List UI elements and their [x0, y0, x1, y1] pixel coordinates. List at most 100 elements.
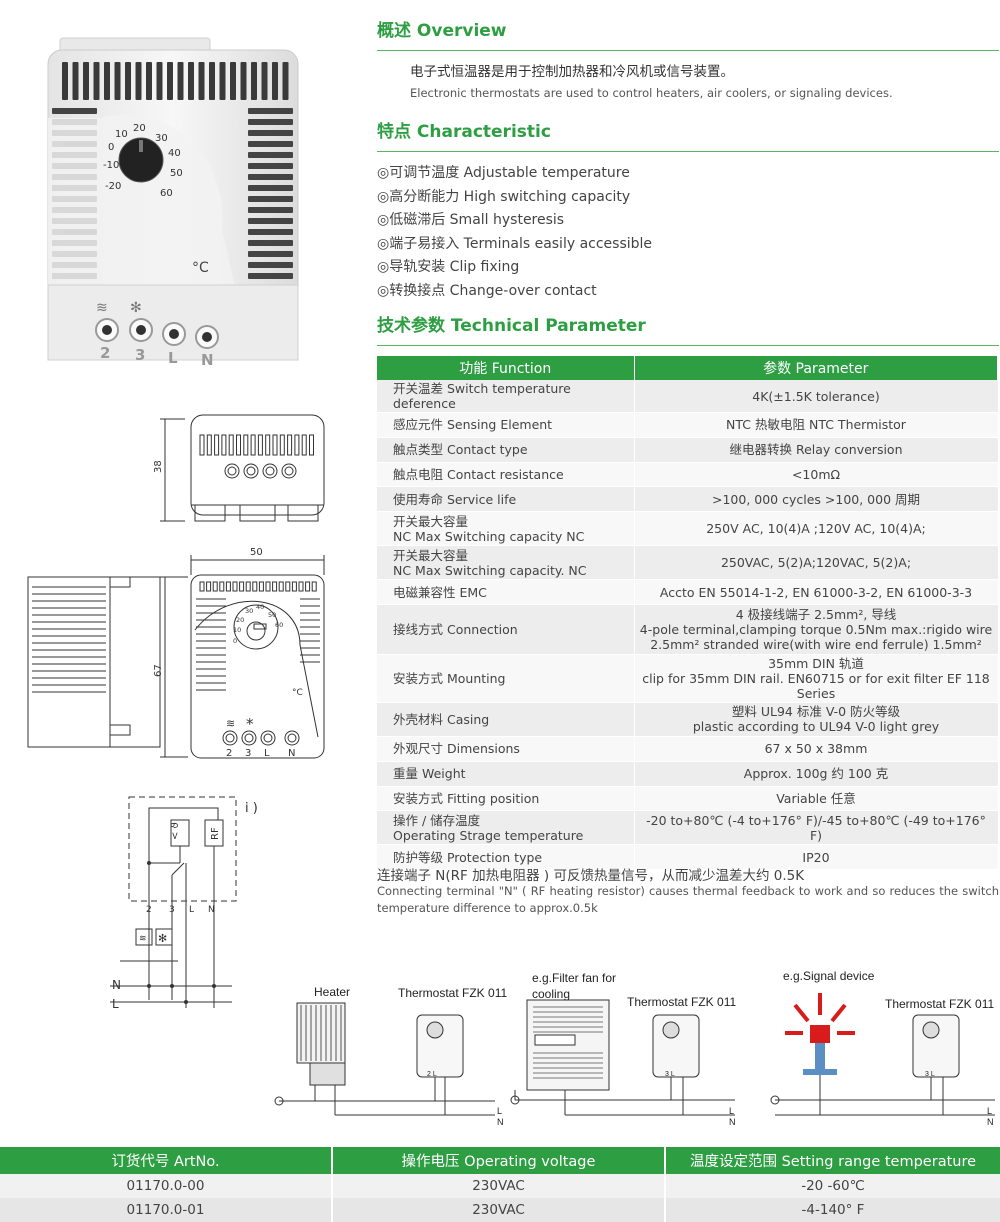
table-row: 使用寿命 Service life>100, 000 cycles >100, …	[377, 486, 998, 513]
param-value: 250V AC, 10(4)A ;120V AC, 10(4)A;	[634, 511, 998, 547]
wire-label-n: N	[729, 1117, 736, 1127]
param-value: -20 to+80℃ (-4 to+176° F)/-45 to+80℃ (-4…	[634, 810, 998, 846]
param-key: 外观尺寸 Dimensions	[377, 736, 635, 762]
circuit-fan-icon: ✻	[158, 932, 167, 945]
thermostat-label-1: Thermostat FZK 011	[398, 986, 508, 1000]
table-row: 01170.0-00 230VAC -20 -60℃	[0, 1174, 1000, 1198]
photo-terminal-label: 3	[135, 346, 145, 364]
dimension-height-side: 38	[153, 460, 164, 473]
dimension-height-front: 67	[153, 664, 164, 677]
photo-terminal-label: 2	[100, 344, 110, 362]
param-key: 触点电阻 Contact resistance	[377, 462, 635, 488]
param-key: 安装方式 Fitting position	[377, 786, 635, 812]
circuit-theta: < ϑ	[170, 822, 181, 840]
table-row: 触点电阻 Contact resistance<10mΩ	[377, 462, 998, 488]
param-value: 4K(±1.5K tolerance)	[634, 380, 998, 413]
wire-label-n: N	[497, 1117, 504, 1127]
wire-label-n: N	[987, 1117, 994, 1127]
range-cell: -4-140° F	[665, 1198, 1000, 1222]
circuit-terminal-label: 2	[146, 905, 152, 915]
param-key: 电磁兼容性 EMC	[377, 579, 635, 605]
characteristic-item: ◎可调节温度 Adjustable temperature	[377, 165, 630, 181]
param-key: 感应元件 Sensing Element	[377, 412, 635, 438]
circuit-line-label: L	[112, 997, 119, 1011]
param-value: >100, 000 cycles >100, 000 周期	[634, 486, 998, 513]
characteristic-item: ◎低磁滞后 Small hysteresis	[377, 212, 565, 228]
characteristic-divider	[377, 151, 999, 152]
characteristic-section: 特点 Characteristic	[377, 121, 999, 152]
param-value: 250VAC, 5(2)A;120VAC, 5(2)A;	[634, 545, 998, 581]
photo-scale-label: -20	[105, 181, 121, 192]
param-value: Variable 任意	[634, 786, 998, 812]
param-key: 触点类型 Contact type	[377, 437, 635, 463]
photo-scale-label: 60	[160, 188, 173, 199]
circuit-terminal-label: 3	[169, 905, 175, 915]
artno-cell: 01170.0-00	[0, 1174, 333, 1198]
heater-label: Heater	[314, 985, 351, 999]
dimension-width: 50	[250, 547, 263, 558]
technical-title: 技术参数 Technical Parameter	[377, 316, 646, 336]
wire-label-l: L	[497, 1106, 503, 1116]
characteristic-list: ◎可调节温度 Adjustable temperature ◎高分断能力 Hig…	[377, 162, 652, 303]
overview-text-cn: 电子式恒温器是用于控制加热器和冷风机或信号装置。	[410, 64, 734, 80]
overview-divider	[377, 50, 999, 51]
technical-header-row: 功能 Function 参数 Parameter	[377, 356, 998, 380]
param-value-line: 4-pole terminal,clamping torque 0.5Nm ma…	[639, 621, 993, 637]
technical-section: 技术参数 Technical Parameter	[377, 315, 999, 346]
param-value-line: 2.5mm² stranded wire(with wire end ferru…	[650, 636, 982, 652]
param-value: Accto EN 55014-1-2, EN 61000-3-2, EN 610…	[634, 579, 998, 605]
wire-label-l: L	[729, 1106, 735, 1116]
photo-scale-label: -10	[103, 160, 119, 171]
param-value: 67 x 50 x 38mm	[634, 736, 998, 762]
photo-terminal-label: N	[201, 351, 214, 369]
param-key: 接线方式 Connection	[377, 604, 635, 655]
drawing-terminal-label: L	[264, 748, 270, 759]
param-key: 安装方式 Mounting	[377, 654, 635, 703]
thermostat-terminal-label: 3 L	[925, 1071, 935, 1078]
technical-table: 功能 Function 参数 Parameter 开关温差 Switch tem…	[377, 356, 998, 871]
characteristic-item: ◎导轨安装 Clip fixing	[377, 259, 520, 275]
drawing-terminal-label: N	[288, 748, 295, 759]
photo-scale-label: 10	[115, 129, 128, 140]
param-value-line: 35mm DIN 轨道	[768, 655, 864, 671]
artno-cell: 01170.0-01	[0, 1198, 333, 1222]
param-value: <10mΩ	[634, 462, 998, 488]
wiring-diagram	[274, 993, 995, 1116]
param-value: NTC 热敏电阻 NTC Thermistor	[634, 412, 998, 438]
range-cell: -20 -60℃	[665, 1174, 1000, 1198]
param-value: 继电器转换 Relay conversion	[634, 437, 998, 463]
voltage-cell: 230VAC	[332, 1174, 666, 1198]
drawing-scale-label: 50	[268, 611, 276, 619]
circuit-rf-label: RF	[210, 827, 221, 840]
photo-terminal-holes	[95, 318, 219, 349]
fan-symbol-icon: ✻	[130, 300, 142, 316]
technical-divider	[377, 345, 999, 346]
overview-title: 概述 Overview	[377, 21, 507, 41]
artno-header: 订货代号 ArtNo.	[0, 1147, 333, 1174]
param-value: IP20	[634, 844, 998, 871]
drawing-scale-label: 60	[275, 621, 283, 629]
param-key: 重量 Weight	[377, 761, 635, 787]
order-header-row: 订货代号 ArtNo. 操作电压 Operating voltage 温度设定范…	[0, 1147, 1000, 1174]
drawing-dial-scale: 0 10 20 30 40 50 60	[233, 603, 283, 645]
thermostat-label-3: Thermostat FZK 011	[885, 997, 995, 1011]
photo-unit-label: °C	[192, 260, 209, 276]
drawing-scale-label: 20	[236, 616, 244, 624]
param-key: 防护等级 Protection type	[377, 844, 635, 871]
drawing-scale-label: 40	[256, 603, 264, 611]
voltage-cell: 230VAC	[332, 1198, 666, 1222]
overview-section: 概述 Overview	[377, 20, 999, 51]
